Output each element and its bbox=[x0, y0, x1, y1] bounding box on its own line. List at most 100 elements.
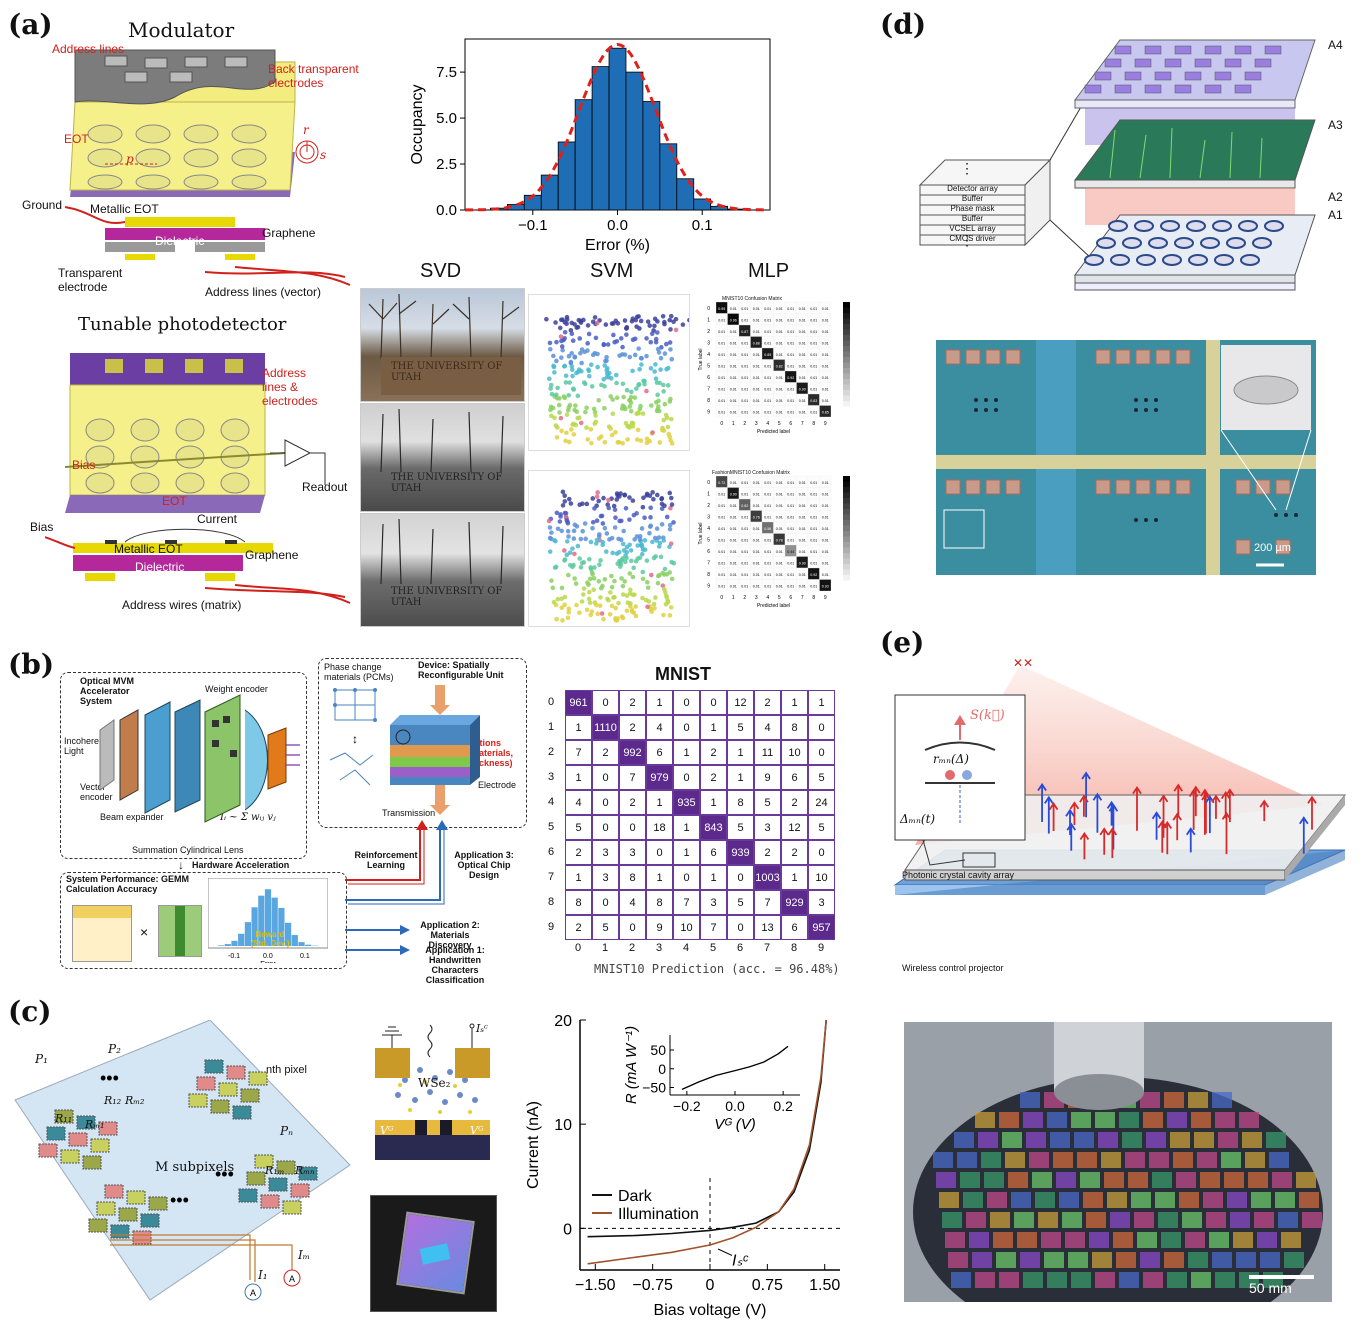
colorbar-step bbox=[843, 514, 850, 520]
cm-cell-value: 0.01 bbox=[776, 399, 783, 403]
a1-vcsel bbox=[1186, 220, 1206, 232]
mnist-cm-cell: 5 bbox=[727, 890, 754, 915]
scatter-point bbox=[660, 427, 665, 433]
scatter-point bbox=[587, 600, 593, 606]
cm-cell-value: 0.01 bbox=[764, 573, 771, 577]
scatter-point bbox=[595, 351, 600, 357]
cm-cell-value: 0.01 bbox=[787, 307, 794, 311]
chip-microscope-photo: 200 µm bbox=[936, 340, 1316, 575]
scatter-point bbox=[611, 503, 617, 509]
pn-label: Pₙ bbox=[280, 1124, 293, 1138]
vg-label-1: Vᴳ bbox=[380, 1124, 394, 1137]
cm2-title: FashionMNIST10 Confusion Matrix bbox=[712, 470, 790, 476]
scatter-point bbox=[555, 526, 561, 532]
scatter-point bbox=[557, 519, 563, 524]
scatter-point bbox=[567, 439, 572, 445]
wafer-die bbox=[1167, 1112, 1187, 1128]
wafer-die bbox=[996, 1252, 1016, 1268]
nth-pixel-label: nth pixel bbox=[266, 1064, 307, 1076]
scatter-point bbox=[569, 367, 575, 372]
subpixel bbox=[118, 1207, 138, 1222]
wafer-die bbox=[1077, 1152, 1097, 1168]
scatter-point bbox=[620, 381, 626, 387]
cm-cell-value: 0.01 bbox=[764, 330, 771, 334]
mnist-cm-cell: 1 bbox=[781, 690, 808, 715]
cm-cell-value: 0.01 bbox=[764, 515, 771, 519]
scatter-point bbox=[573, 581, 579, 586]
cm-col-label: 4 bbox=[766, 421, 769, 427]
scatter-point bbox=[571, 536, 577, 541]
cavity-arrowhead bbox=[1132, 785, 1142, 795]
scatter-point bbox=[612, 578, 617, 584]
scatter-point bbox=[603, 358, 608, 364]
scatter-point bbox=[618, 561, 624, 567]
scatter-point bbox=[560, 489, 566, 495]
wafer-die bbox=[1176, 1172, 1196, 1188]
mnist-row-label: 9 bbox=[548, 921, 555, 933]
wafer-die bbox=[948, 1252, 968, 1268]
scatter-point bbox=[624, 326, 629, 331]
mnist-cm-cell: 6 bbox=[700, 840, 727, 865]
cavity-arrowhead bbox=[1151, 811, 1162, 820]
cm-cell-value: 0.01 bbox=[787, 387, 794, 391]
scatter-point bbox=[559, 344, 565, 349]
scatter-point bbox=[608, 426, 614, 432]
wafer-die bbox=[1218, 1132, 1238, 1148]
scatter-point bbox=[620, 583, 626, 589]
mini-hist-bar bbox=[251, 907, 258, 946]
scatter-point bbox=[648, 366, 654, 371]
scatter-point bbox=[667, 399, 673, 404]
wafer-die bbox=[1125, 1152, 1145, 1168]
wafer-die bbox=[1059, 1192, 1079, 1208]
scatter-point bbox=[614, 380, 619, 386]
cm-cell-value: 0.01 bbox=[776, 376, 783, 380]
mnist-cm-cell: 1 bbox=[700, 715, 727, 740]
scatter-point bbox=[655, 346, 661, 352]
scatter-point bbox=[662, 589, 668, 595]
wafer-die bbox=[1269, 1152, 1289, 1168]
wafer-die bbox=[1137, 1232, 1157, 1248]
wafer-die bbox=[1017, 1232, 1037, 1248]
wafer-die bbox=[1095, 1112, 1115, 1128]
wafer-die bbox=[969, 1232, 989, 1248]
cm-cell-value: 0.01 bbox=[718, 376, 725, 380]
cm-cell-value: 0.01 bbox=[730, 353, 737, 357]
cm-cell-value: 0.01 bbox=[730, 515, 737, 519]
scatter-point bbox=[605, 596, 610, 602]
scatter-point bbox=[648, 505, 653, 511]
cm-cell-value: 0.56 bbox=[764, 527, 771, 531]
cm-cell-value: 0.95 bbox=[718, 307, 725, 311]
scatter-point bbox=[604, 371, 610, 376]
colorbar-step bbox=[843, 525, 850, 531]
inset-x-tick-label: 0.0 bbox=[725, 1098, 745, 1114]
inset-x-tick-label: 0.2 bbox=[773, 1098, 793, 1114]
matrix-a bbox=[72, 905, 132, 962]
cm-cell-value: 0.01 bbox=[718, 561, 725, 565]
cm-cell-value: 0.01 bbox=[741, 410, 748, 414]
transparent-electrode-label: Transparent electrode bbox=[58, 266, 123, 294]
mnist-cm-cell: 843 bbox=[700, 815, 727, 840]
cavity-arrowhead bbox=[1107, 827, 1118, 836]
scatter-point bbox=[587, 589, 592, 595]
cm-cell-value: 0.01 bbox=[776, 492, 783, 496]
hw-accel-label: Hardware Acceleration bbox=[192, 860, 290, 870]
wafer-die bbox=[1185, 1232, 1205, 1248]
cm-cell-value: 0.93 bbox=[822, 584, 829, 588]
wafer-die bbox=[1011, 1192, 1031, 1208]
mnist-xlabel: MNIST10 Prediction (acc. = 96.48%) bbox=[594, 962, 840, 976]
cm-cell-value: 0.01 bbox=[764, 481, 771, 485]
cavity-arrowhead bbox=[1307, 795, 1317, 804]
sys-perf-label: System Performance: GEMM Calculation Acc… bbox=[66, 874, 190, 894]
scale-bar-label-e: 50 mm bbox=[1249, 1280, 1292, 1296]
wafer-die bbox=[1203, 1192, 1223, 1208]
wafer-die bbox=[951, 1272, 971, 1288]
cm-col-label: 1 bbox=[732, 595, 735, 601]
scatter-point bbox=[667, 434, 673, 440]
inset-y-tick-label: 0 bbox=[658, 1061, 666, 1077]
scatter-point bbox=[627, 354, 633, 360]
cm-cell-value: 0.01 bbox=[822, 353, 829, 357]
mnist-col-label: 5 bbox=[710, 942, 717, 954]
scatter-point bbox=[604, 531, 610, 536]
cm-cell-value: 0.01 bbox=[764, 376, 771, 380]
